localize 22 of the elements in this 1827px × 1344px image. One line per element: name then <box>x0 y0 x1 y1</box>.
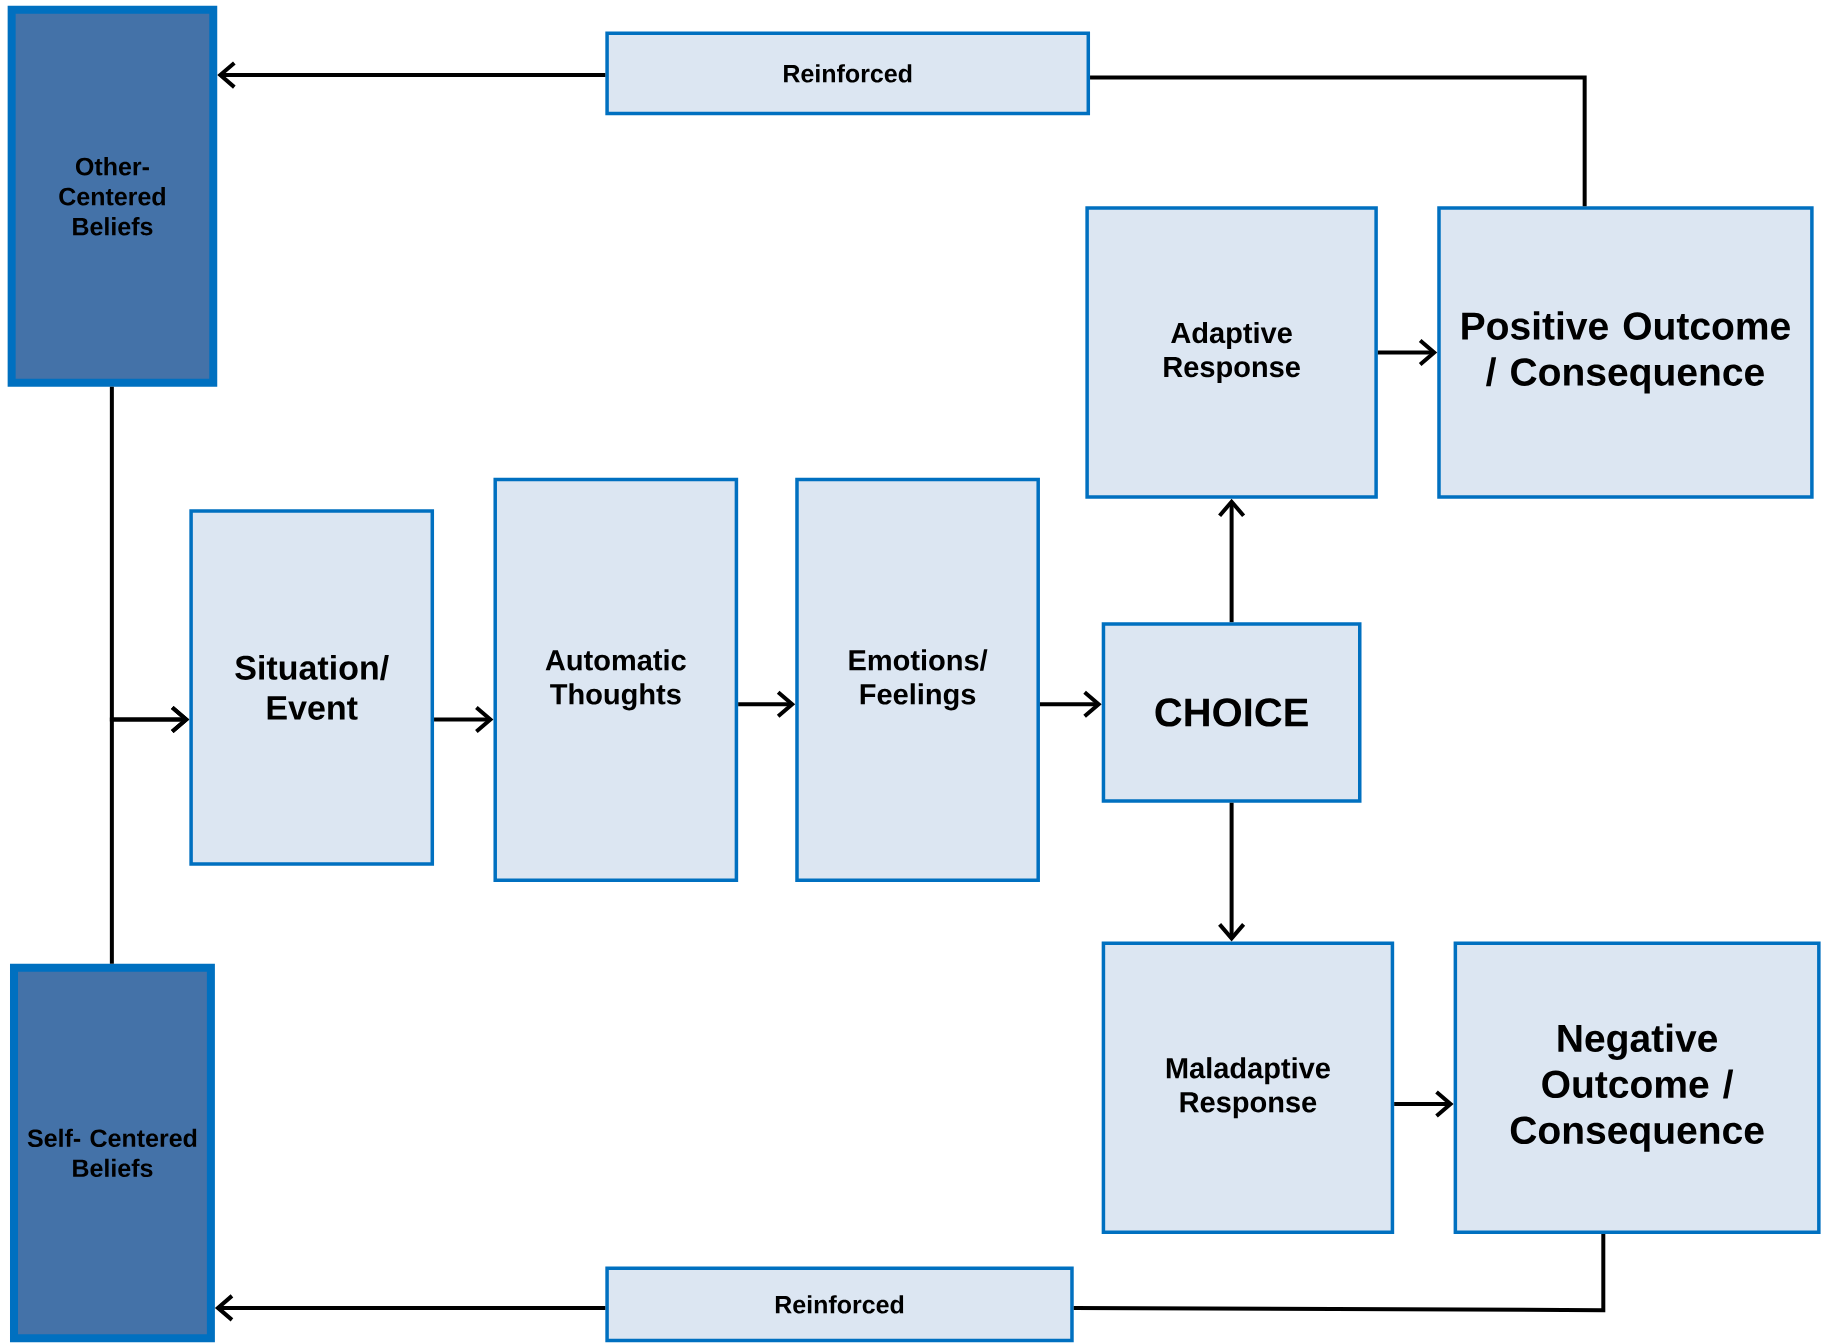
arrow <box>1218 802 1246 942</box>
arrow <box>109 705 190 964</box>
process-box: Situation/ Event <box>189 509 435 866</box>
process-box: CHOICE <box>1101 622 1362 803</box>
arrow <box>1039 690 1102 718</box>
process-box: Reinforced <box>605 31 1091 116</box>
belief-box: Other- Centered Beliefs <box>7 5 218 387</box>
arrow <box>1218 498 1246 623</box>
belief-box: Self- Centered Beliefs <box>10 963 215 1343</box>
arrow <box>1394 1090 1454 1118</box>
process-box: Emotions/ Feelings <box>795 477 1040 882</box>
process-box: Positive Outcome / Consequence <box>1437 206 1814 499</box>
arrow <box>217 61 606 89</box>
process-box: Adaptive Response <box>1085 206 1378 499</box>
arrow <box>738 690 796 718</box>
arrow <box>214 1294 606 1322</box>
arrow <box>434 705 494 733</box>
process-box: Reinforced <box>605 1266 1074 1343</box>
process-box: Negative Outcome / Consequence <box>1453 941 1821 1234</box>
arrow <box>1377 338 1438 366</box>
process-box: Maladaptive Response <box>1101 941 1395 1234</box>
process-box: Automatic Thoughts <box>493 477 739 882</box>
